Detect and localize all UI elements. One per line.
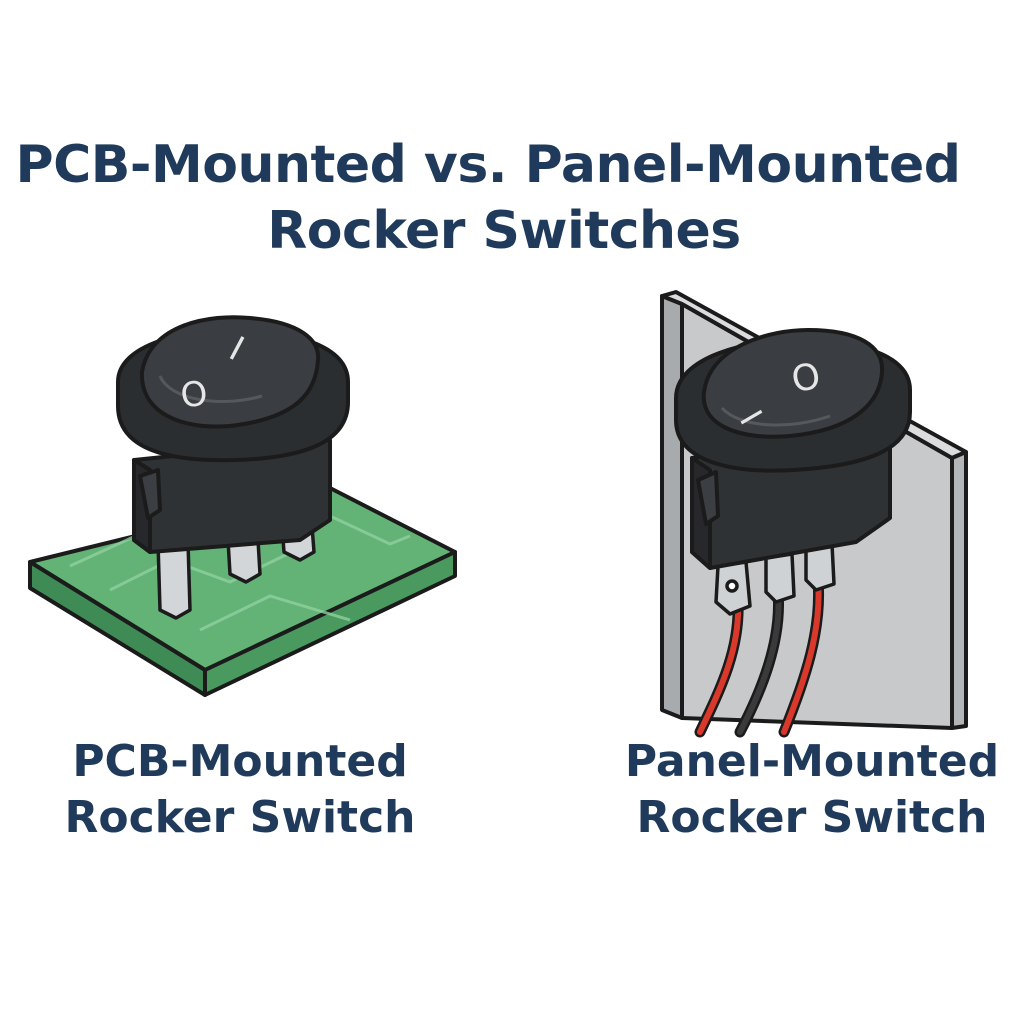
panel-mounted-switch-illustration: O I xyxy=(660,290,968,738)
pcb-switch-body xyxy=(116,315,350,554)
pcb-caption-line-2: Rocker Switch xyxy=(64,792,416,843)
panel-caption-line-1: Panel-Mounted xyxy=(624,736,1000,787)
panel-caption: Panel-Mounted Rocker Switch xyxy=(612,734,1012,846)
pcb-caption-line-1: PCB-Mounted xyxy=(72,736,408,787)
page-title: PCB-Mounted vs. Panel-Mounted Rocker Swi… xyxy=(0,132,976,264)
pcb-caption: PCB-Mounted Rocker Switch xyxy=(40,734,440,846)
title-line-1: PCB-Mounted vs. Panel-Mounted xyxy=(15,135,961,195)
panel-wires xyxy=(694,574,825,738)
pcb-rocker-off-symbol: O xyxy=(178,373,210,416)
panel-caption-line-2: Rocker Switch xyxy=(636,792,988,843)
panel-terminals xyxy=(714,542,836,616)
panel-switch-body xyxy=(674,328,912,570)
pcb-mounted-switch-illustration: I O xyxy=(28,315,457,697)
title-line-2: Rocker Switches xyxy=(267,201,741,261)
pcb-pins xyxy=(156,524,316,620)
